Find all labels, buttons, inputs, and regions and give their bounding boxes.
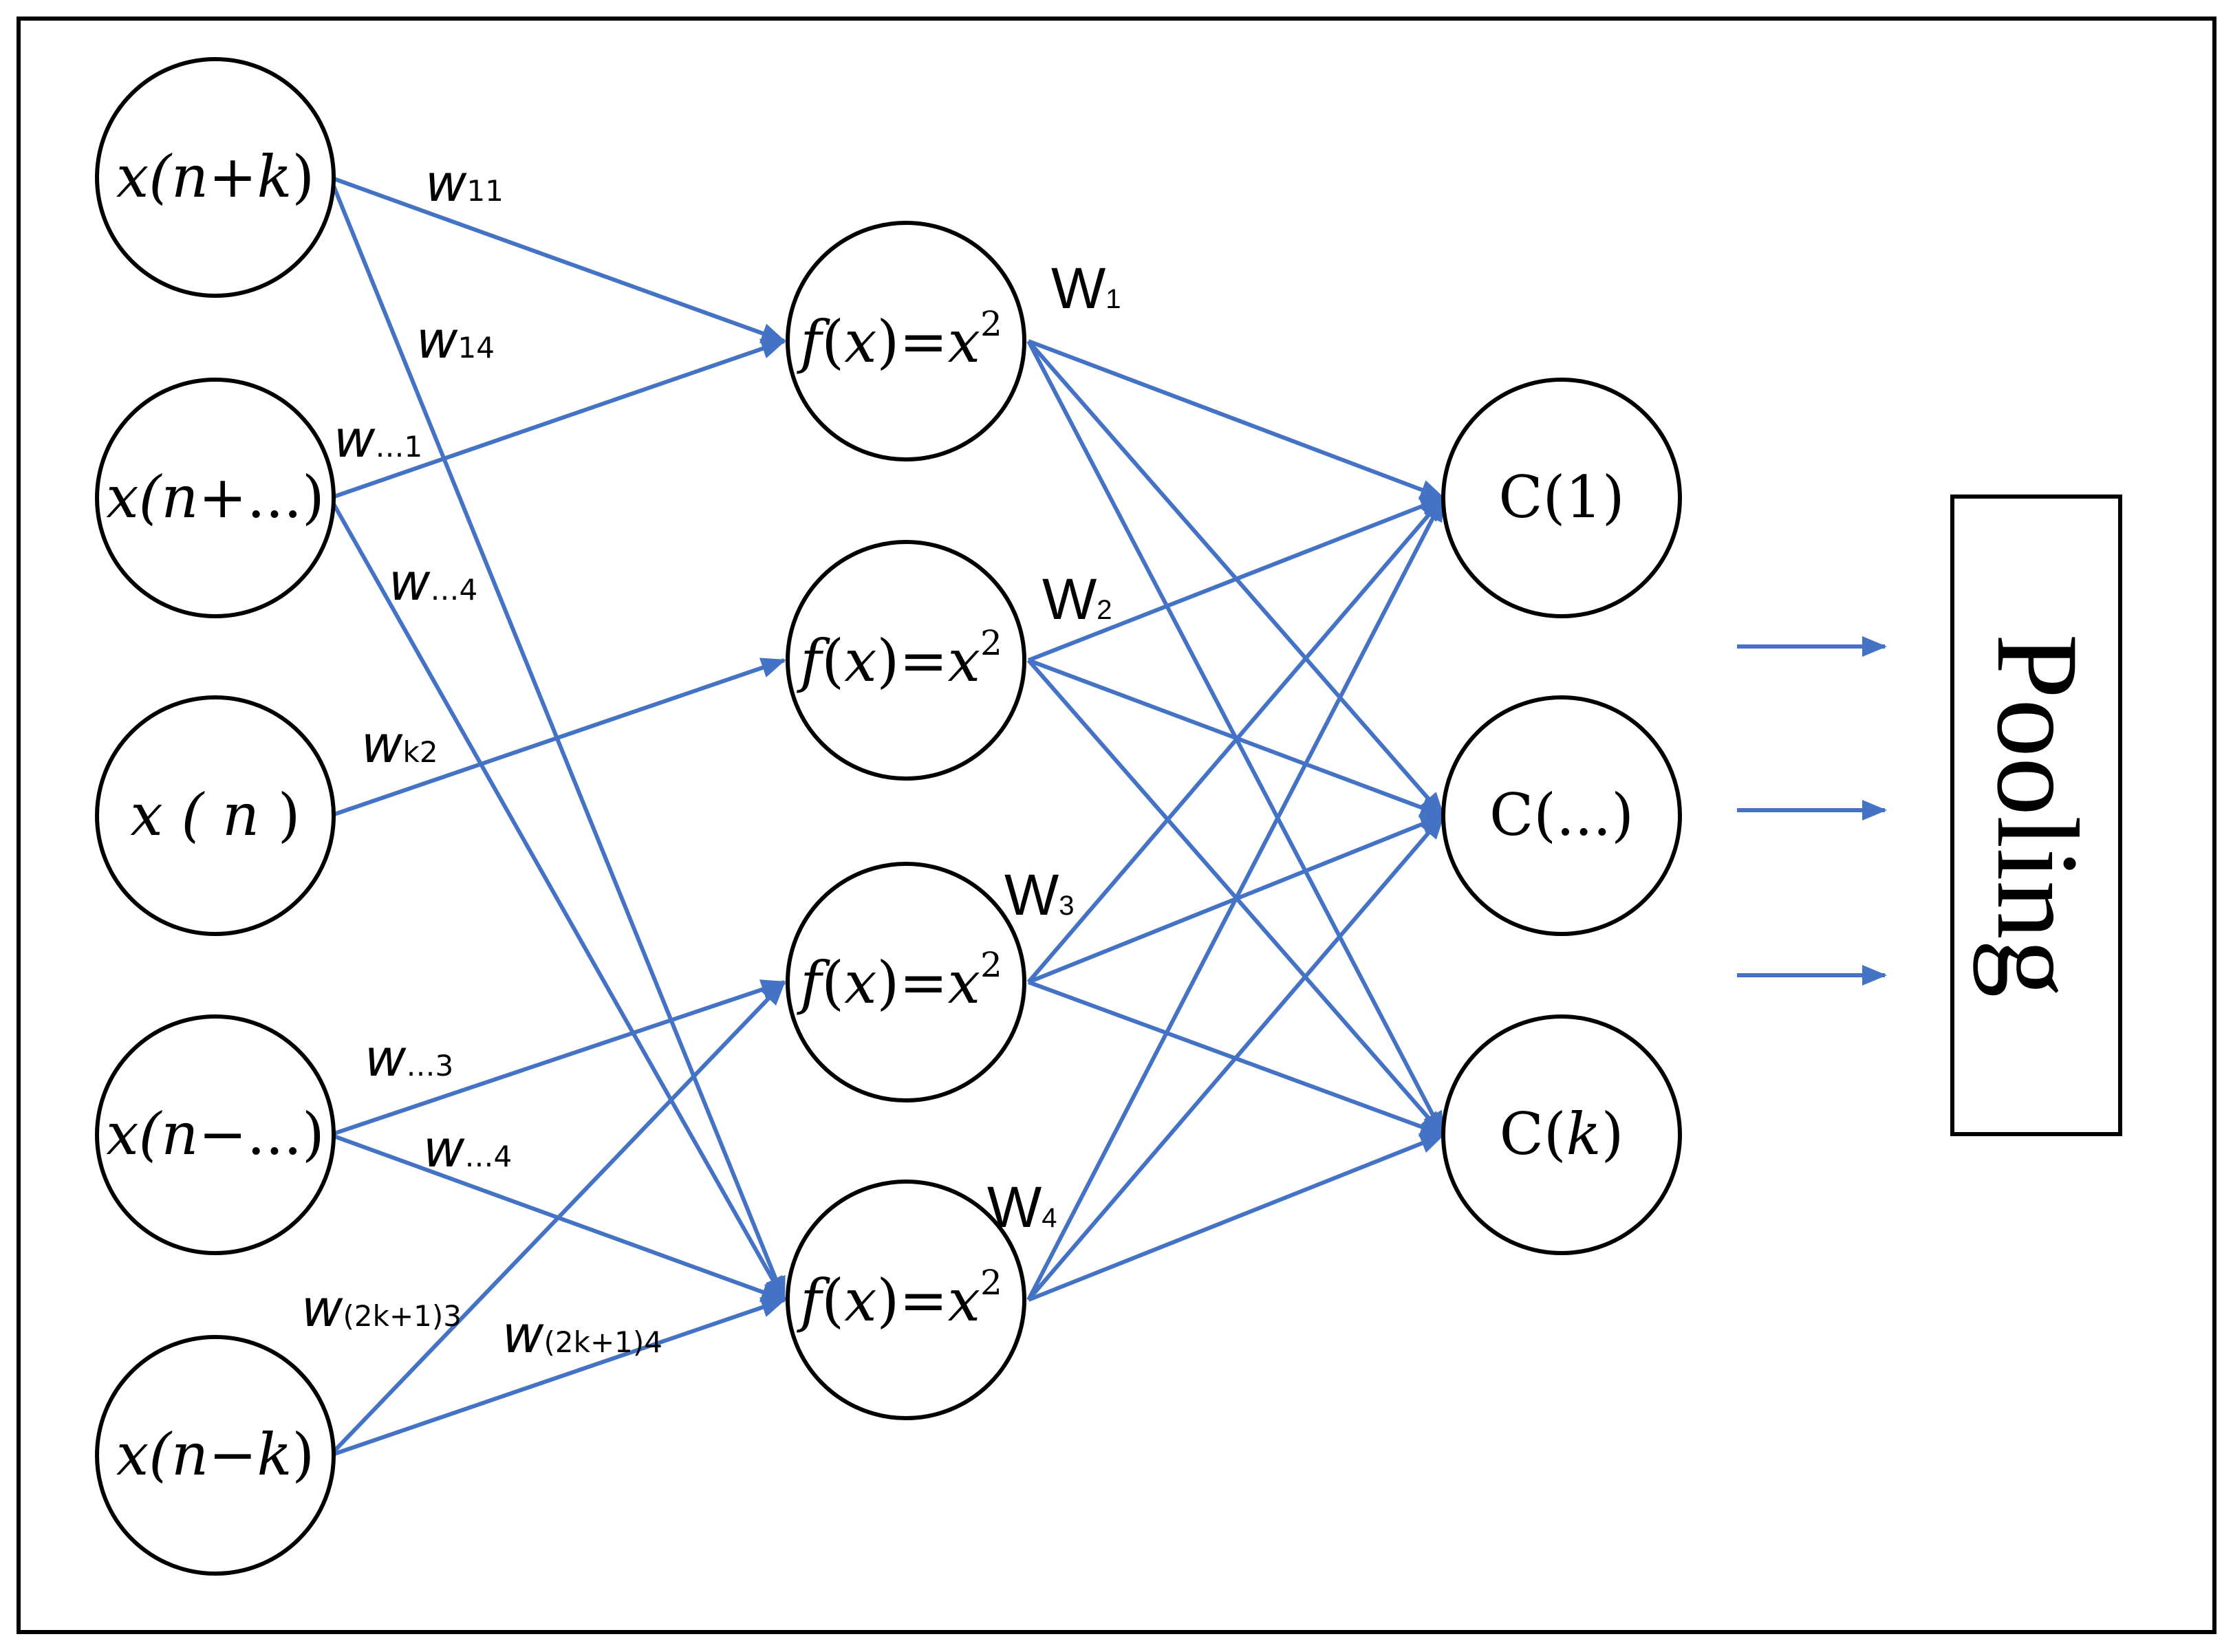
- output-node-2-label: C(...): [1489, 781, 1634, 849]
- edge-in4-h3: [330, 979, 786, 1137]
- output-node-3-label: C(k): [1500, 1100, 1624, 1168]
- hidden-to-output-edges: [1026, 339, 1445, 1302]
- output-node-1: C(1): [1441, 378, 1682, 618]
- weight-label-w2k3: w(2k+1)3: [301, 1279, 462, 1338]
- input-weight-labels: w11 w14 w…1 w…4 wk2 w…3 w…4 w(2k+1)3 w(2…: [301, 154, 662, 1365]
- weight-label-w-dots-1: w…1: [334, 410, 422, 469]
- edge-h4-c3: [1027, 1133, 1445, 1302]
- output-node-3: C(k): [1441, 1014, 1682, 1255]
- weight-label-W4: W4: [987, 1175, 1057, 1239]
- input-node-3-label: x ( n ): [130, 781, 300, 849]
- diagram-frame: [17, 17, 2216, 1634]
- edge-h4-c1: [1026, 496, 1445, 1301]
- input-node-1-label: x(n+k): [116, 143, 314, 210]
- edge-h2-c1: [1027, 496, 1445, 662]
- weight-label-w-dots-4b: w…4: [423, 1120, 512, 1179]
- input-node-2-label: x(n+...): [106, 464, 325, 531]
- edge-in5-h4: [330, 1297, 786, 1457]
- hidden-node-3: f(x)=x2: [786, 862, 1026, 1102]
- edge-h4-c2: [1026, 814, 1445, 1301]
- input-node-3: x ( n ): [95, 695, 336, 936]
- input-node-5-label: x(n−k): [116, 1421, 314, 1488]
- edge-in1-h1: [329, 175, 786, 343]
- pooling-box: Pooling: [1950, 494, 2122, 1136]
- weight-label-w11: w11: [425, 154, 504, 213]
- weight-label-W1: W1: [1051, 256, 1121, 320]
- edge-in2-h4: [328, 497, 786, 1302]
- weight-label-w14: w14: [416, 311, 495, 370]
- edge-in5-h3: [328, 980, 786, 1457]
- hidden-node-4-label: f(x)=x2: [796, 1263, 1002, 1334]
- input-to-hidden-edges: [328, 175, 786, 1457]
- input-node-4: x(n−...): [95, 1014, 336, 1255]
- input-node-5: x(n−k): [95, 1335, 336, 1576]
- hidden-node-2: f(x)=x2: [786, 540, 1026, 781]
- hidden-node-4: f(x)=x2: [786, 1180, 1026, 1420]
- hidden-node-3-label: f(x)=x2: [796, 945, 1002, 1017]
- output-node-1-label: C(1): [1498, 464, 1624, 531]
- weight-label-W3: W3: [1004, 862, 1075, 927]
- edge-in3-h2: [330, 657, 786, 818]
- hidden-node-2-label: f(x)=x2: [796, 623, 1002, 695]
- hidden-weight-labels: W1 W2 W3 W4: [987, 256, 1121, 1239]
- edge-in2-h1: [330, 338, 786, 500]
- pooling-label: Pooling: [1973, 633, 2102, 997]
- weight-label-w-dots-3: w…3: [365, 1029, 453, 1088]
- hidden-node-1: f(x)=x2: [786, 221, 1026, 461]
- pooling-arrows: [1737, 636, 1887, 986]
- input-node-1: x(n+k): [95, 57, 336, 298]
- weight-label-w-dots-4a: w…4: [389, 553, 477, 612]
- weight-label-w2k4: w(2k+1)4: [502, 1305, 662, 1365]
- edge-h3-c1: [1026, 496, 1445, 983]
- input-node-4-label: x(n−...): [106, 1100, 325, 1168]
- weight-label-wk2: wk2: [361, 715, 438, 774]
- edge-h1-c1: [1027, 339, 1445, 500]
- input-node-2: x(n+...): [95, 378, 336, 618]
- hidden-node-1-label: f(x)=x2: [796, 304, 1002, 376]
- weight-label-W2: W2: [1042, 567, 1112, 631]
- output-node-2: C(...): [1441, 695, 1682, 936]
